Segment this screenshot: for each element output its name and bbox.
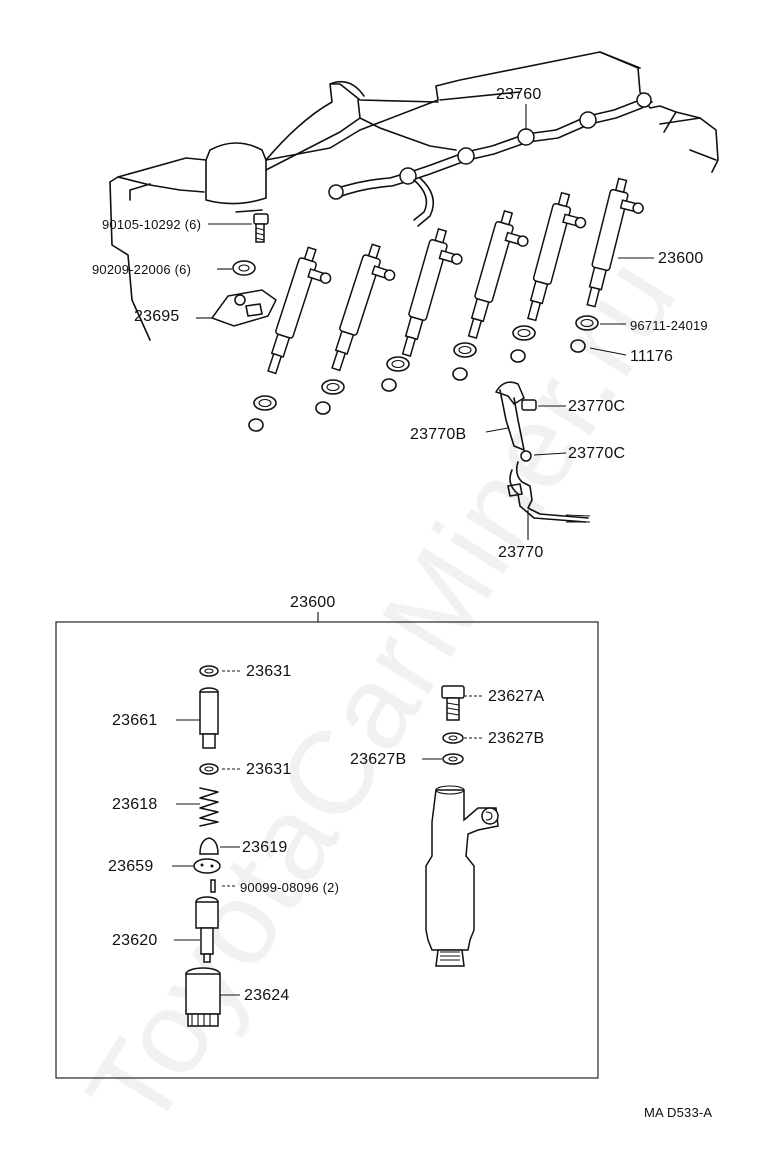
label-90099: 90099-08096 (2)	[240, 880, 340, 895]
leak-off-hose	[494, 381, 591, 523]
label-23661: 23661	[112, 712, 158, 729]
label-96711: 96711-24019	[630, 318, 708, 333]
label-90105: 90105-10292 (6)	[102, 217, 202, 232]
label-23619: 23619	[242, 839, 288, 856]
label-23631-a: 23631	[246, 663, 292, 680]
bolt-90105	[253, 213, 269, 243]
label-23600-top: 23600	[658, 250, 704, 267]
label-23760: 23760	[496, 86, 542, 103]
label-23627B-a: 23627B	[488, 730, 545, 747]
injector-4	[467, 209, 529, 340]
label-23624: 23624	[244, 987, 290, 1004]
injector-exploded-parts	[185, 665, 499, 1027]
footer-code: MA D533-A	[644, 1105, 713, 1120]
fuel-return-pipe	[328, 92, 653, 227]
leader-lines-bottom	[172, 670, 484, 996]
injector-5	[527, 191, 587, 322]
label-90209: 90209-22006 (6)	[92, 262, 192, 277]
gaskets	[248, 315, 599, 432]
label-23600-box: 23600	[290, 594, 336, 611]
leader-lines-top	[196, 104, 654, 622]
detail-box	[55, 621, 599, 1079]
label-23631-b: 23631	[246, 761, 292, 778]
label-23618: 23618	[112, 796, 158, 813]
label-23770C-b: 23770C	[568, 445, 626, 462]
injector-1	[267, 246, 332, 375]
injector-3	[401, 227, 463, 358]
label-23627A: 23627A	[488, 688, 545, 705]
label-23770: 23770	[498, 544, 544, 561]
label-11176: 11176	[630, 348, 674, 365]
label-23659: 23659	[108, 858, 154, 875]
label-23695: 23695	[134, 308, 180, 325]
washer-90209	[232, 260, 256, 276]
engine-head-outline	[109, 51, 719, 341]
injector-6	[586, 177, 644, 308]
label-23770B: 23770B	[410, 426, 467, 443]
injector-2	[331, 243, 396, 372]
label-23770C-a: 23770C	[568, 398, 626, 415]
clamp-23695	[210, 289, 277, 327]
label-23627B-b: 23627B	[350, 751, 407, 768]
label-23620: 23620	[112, 932, 158, 949]
